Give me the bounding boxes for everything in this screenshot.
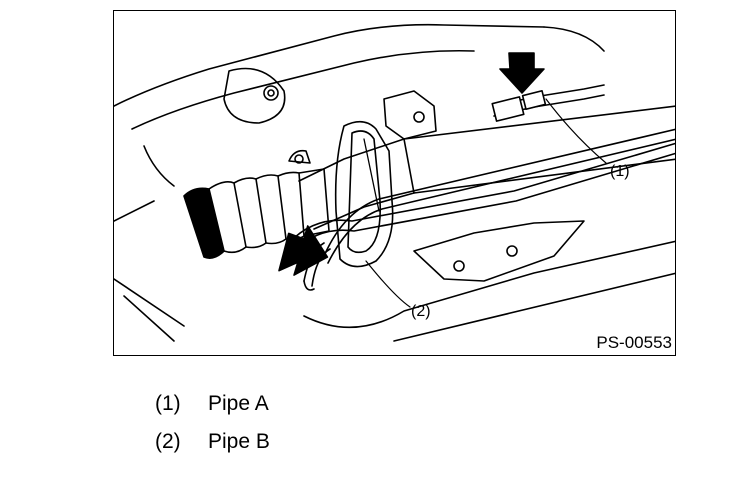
legend-item: (1) Pipe A xyxy=(155,385,270,423)
illustration-frame: (1) (2) PS-00553 xyxy=(113,10,676,356)
legend-number: (1) xyxy=(155,392,181,415)
legend-label: Pipe B xyxy=(208,430,270,453)
callout-1: (1) xyxy=(610,163,630,180)
steering-gearbox-drawing: (1) (2) xyxy=(114,23,675,342)
legend-item: (2) Pipe B xyxy=(155,423,270,461)
legend-number: (2) xyxy=(155,430,181,453)
legend-label: Pipe A xyxy=(208,392,269,415)
legend: (1) Pipe A (2) Pipe B xyxy=(155,385,270,461)
callout-2: (2) xyxy=(411,303,431,320)
figure-code: PS-00553 xyxy=(596,333,672,352)
